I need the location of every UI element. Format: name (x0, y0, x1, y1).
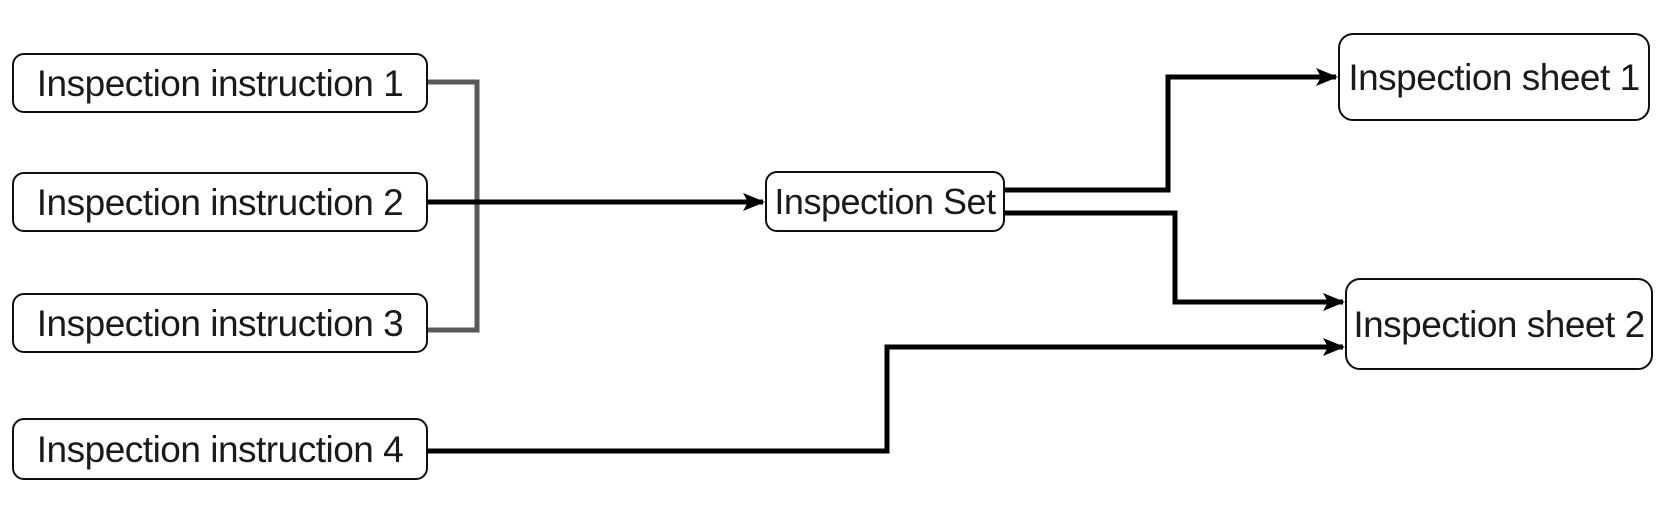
node-label: Inspection instruction 1 (36, 62, 404, 104)
node-inspection-instruction-4: Inspection instruction 4 (12, 418, 428, 480)
node-inspection-instruction-2: Inspection instruction 2 (12, 172, 428, 232)
node-inspection-sheet-2: Inspection sheet 2 (1345, 278, 1653, 370)
edge-bracket-instructions-1-3 (425, 79, 480, 333)
node-inspection-set: Inspection Set (765, 171, 1005, 232)
node-inspection-instruction-1: Inspection instruction 1 (12, 53, 428, 113)
node-label: Inspection instruction 2 (36, 181, 404, 223)
edge-instruction4-to-sheet2 (425, 338, 1345, 454)
node-inspection-sheet-1: Inspection sheet 1 (1338, 33, 1650, 121)
edge-set-to-sheet2 (1002, 210, 1345, 311)
node-label: Inspection instruction 4 (36, 428, 404, 470)
node-label: Inspection Set (774, 180, 996, 222)
edge-set-to-sheet1 (1002, 68, 1338, 193)
node-inspection-instruction-3: Inspection instruction 3 (12, 293, 428, 353)
node-label: Inspection instruction 3 (36, 302, 404, 344)
node-label: Inspection sheet 1 (1348, 56, 1640, 98)
node-label: Inspection sheet 2 (1353, 303, 1645, 345)
